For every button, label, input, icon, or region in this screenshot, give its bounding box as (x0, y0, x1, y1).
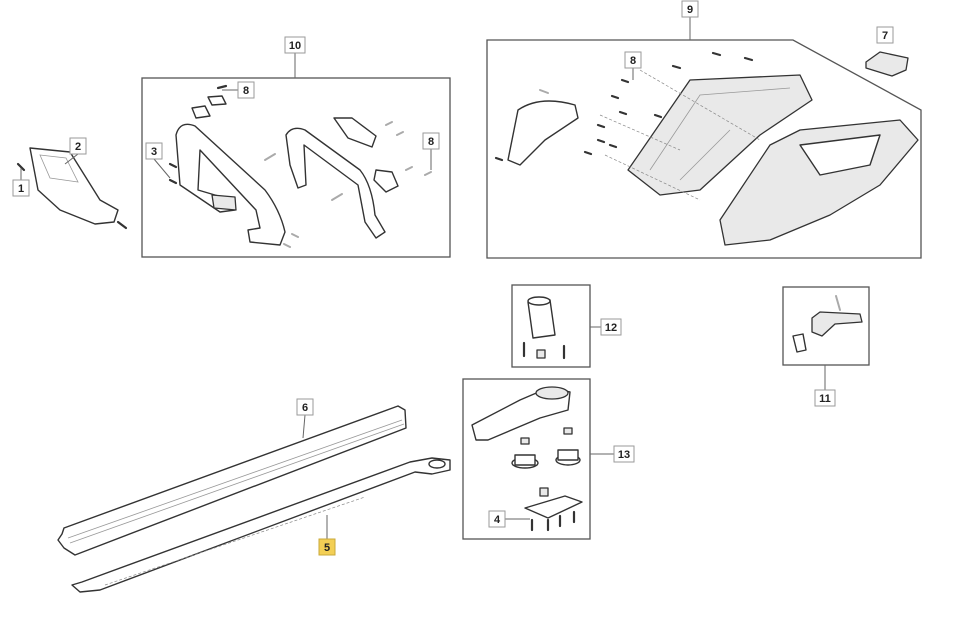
svg-text:1: 1 (18, 183, 24, 195)
cutter-blade-part[interactable] (71, 457, 451, 593)
front-handle-part[interactable] (168, 84, 299, 248)
callout-6[interactable]: 6 (296, 398, 314, 416)
handle-assembly-frame (141, 77, 451, 258)
callout-7[interactable]: 7 (876, 26, 894, 44)
callout-13[interactable]: 13 (613, 445, 635, 463)
callout-1[interactable]: 1 (12, 179, 30, 197)
svg-text:10: 10 (289, 40, 301, 52)
gearbox-frame (462, 378, 591, 540)
hand-guard-part[interactable] (16, 147, 128, 230)
callout-3[interactable]: 3 (145, 142, 163, 160)
svg-text:11: 11 (819, 393, 831, 405)
svg-text:8: 8 (428, 136, 434, 148)
svg-text:3: 3 (151, 146, 157, 158)
callout-12[interactable]: 12 (600, 318, 622, 336)
switch-part[interactable] (865, 51, 909, 77)
callout-8-handle[interactable]: 8 (237, 81, 255, 99)
svg-text:8: 8 (243, 85, 249, 97)
svg-text:7: 7 (882, 30, 888, 42)
motor-frame (511, 284, 591, 368)
gearbox-part[interactable] (471, 386, 583, 532)
leader-lines (20, 17, 826, 539)
callout-2[interactable]: 2 (69, 137, 87, 155)
callout-9[interactable]: 9 (681, 0, 699, 18)
housing-part[interactable] (494, 51, 919, 246)
housing-assembly-frame (486, 39, 922, 259)
svg-text:5: 5 (324, 542, 330, 554)
trigger-part[interactable] (792, 295, 863, 353)
callout-5-highlighted[interactable]: 5 (318, 538, 336, 556)
trigger-frame (782, 286, 870, 366)
callout-11[interactable]: 11 (814, 389, 836, 407)
rear-handle-part[interactable] (264, 117, 432, 239)
svg-text:2: 2 (75, 141, 81, 153)
callout-8-housing[interactable]: 8 (624, 51, 642, 69)
svg-text:6: 6 (302, 402, 308, 414)
callout-4[interactable]: 4 (488, 510, 506, 528)
callout-10[interactable]: 10 (284, 36, 306, 54)
motor-part[interactable] (522, 296, 566, 360)
callout-8-rear[interactable]: 8 (422, 132, 440, 150)
svg-text:4: 4 (494, 514, 501, 526)
svg-text:8: 8 (630, 55, 636, 67)
svg-text:13: 13 (618, 449, 630, 461)
svg-text:9: 9 (687, 4, 693, 16)
blade-rail-part[interactable] (57, 405, 407, 556)
svg-text:12: 12 (605, 322, 617, 334)
